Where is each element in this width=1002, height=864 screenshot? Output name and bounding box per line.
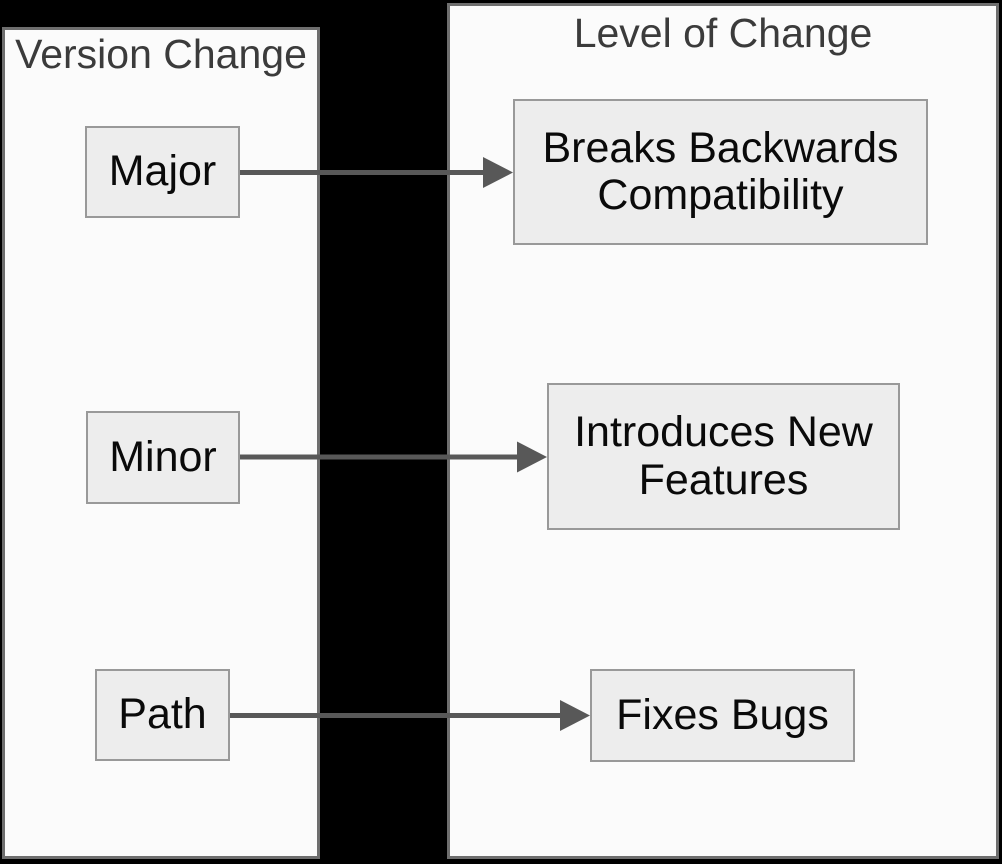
- node-major: Major: [85, 126, 240, 218]
- node-path: Path: [95, 669, 230, 761]
- node-introduces-new-features: Introduces New Features: [547, 383, 900, 530]
- node-fixes-bugs: Fixes Bugs: [590, 669, 855, 762]
- level-of-change-panel-title: Level of Change: [573, 10, 873, 56]
- version-change-panel-title: Version Change: [15, 31, 307, 77]
- node-minor: Minor: [86, 411, 240, 504]
- node-breaks-backwards-compatibility: Breaks Backwards Compatibility: [513, 99, 928, 245]
